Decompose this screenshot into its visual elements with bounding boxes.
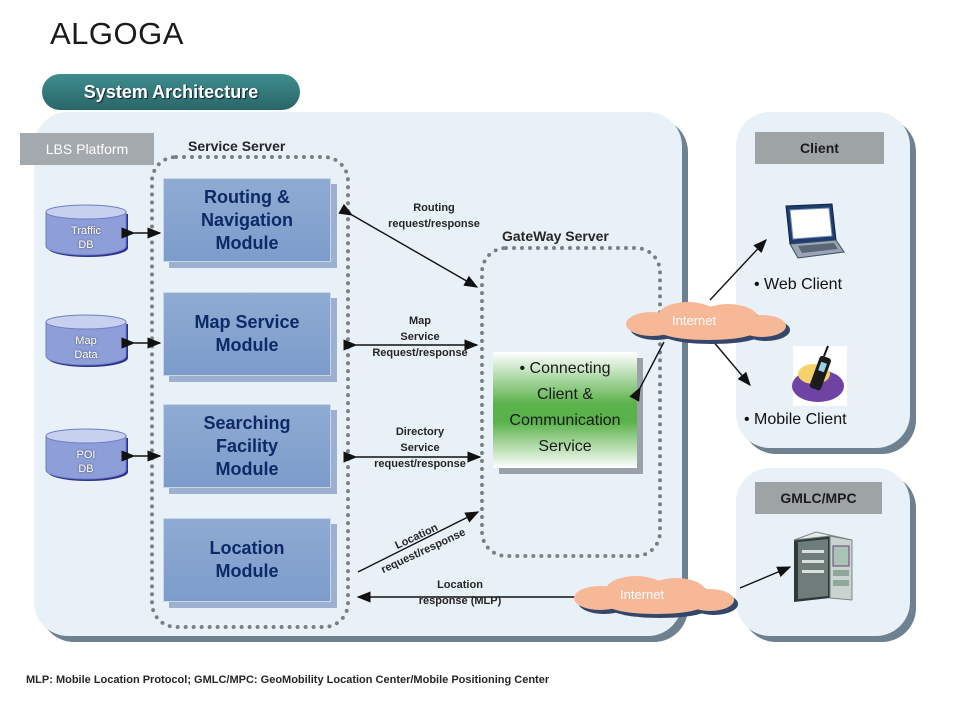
- arrow-label-line2: Service: [400, 331, 440, 343]
- routing-arrow: [338, 203, 479, 288]
- gateway-line1: • Connecting: [519, 360, 611, 377]
- db-label-line1: Map: [75, 335, 97, 347]
- database-icon: [45, 428, 128, 481]
- client-tag: Client: [755, 132, 884, 164]
- arrow-label-line3: request/response: [374, 458, 466, 470]
- gateway-line3: Communication: [509, 412, 621, 429]
- db-label-line2: DB: [78, 239, 94, 251]
- location-response-label: Location response (MLP): [402, 577, 518, 609]
- module-line2: Module: [215, 561, 279, 581]
- cloud-icon: [574, 576, 738, 618]
- arrow-label-line1: Map: [409, 315, 431, 327]
- arrow-label-line2: request/response: [388, 218, 480, 230]
- laptop-icon: [780, 202, 846, 269]
- arrow-label-line1: Routing: [413, 202, 455, 214]
- module-line2: Facility: [215, 435, 279, 456]
- poi-db: POI DB: [44, 428, 128, 481]
- module-line2: Module: [215, 335, 279, 355]
- directory-arrow-label: Directory Service request/response: [362, 424, 478, 472]
- internet-web-client-arrow: [709, 238, 767, 301]
- module-line1: Routing &: [204, 186, 290, 207]
- db-label-line1: POI: [76, 449, 96, 461]
- gateway-server-label: GateWay Server: [502, 228, 609, 244]
- module-line3: Module: [215, 458, 279, 479]
- arrow-label-line1: Directory: [395, 426, 445, 438]
- gateway-line4: Service: [538, 438, 592, 455]
- location-request-arrow: [357, 511, 480, 573]
- db-label-line2: DB: [78, 463, 94, 475]
- gateway-internet-link: [629, 341, 665, 402]
- arrow-label-line2: response (MLP): [418, 595, 502, 607]
- section-pill: System Architecture: [42, 74, 300, 110]
- internet-label-top: Internet: [672, 313, 717, 328]
- footnote: MLP: Mobile Location Protocol; GMLC/MPC:…: [26, 674, 550, 686]
- server-icon: [790, 530, 856, 611]
- service-server-label: Service Server: [188, 138, 286, 154]
- web-client-label: • Web Client: [754, 276, 843, 293]
- arrow-label-line1: Location: [437, 579, 483, 591]
- routing-arrow-label: Routing request/response: [376, 200, 492, 232]
- db-label-line2: Data: [74, 349, 98, 361]
- internet-cloud-bottom: Internet: [572, 574, 742, 620]
- map-arrow-label: Map Service Request/response: [362, 313, 478, 361]
- module-line1: Location: [209, 538, 285, 558]
- gateway-server-boundary: [480, 246, 662, 558]
- database-icon: [45, 204, 128, 257]
- arrow-label-line2: Service: [400, 442, 440, 454]
- module-line1: Searching: [203, 412, 291, 433]
- lbs-platform-tag: LBS Platform: [20, 133, 154, 165]
- internet-label-bottom: Internet: [620, 587, 665, 602]
- module-line2: Navigation: [200, 209, 293, 230]
- page-title: ALGOGA: [50, 16, 184, 51]
- module-line3: Module: [215, 232, 279, 253]
- mobile-phone-icon: [790, 344, 850, 415]
- internet-cloud-top: Internet: [624, 300, 794, 346]
- internet-gmlc-arrow: [739, 566, 792, 589]
- mobile-client-label: • Mobile Client: [744, 411, 847, 428]
- database-icon: [45, 314, 128, 367]
- db-label-line1: Traffic: [71, 225, 101, 237]
- arrow-label-line3: Request/response: [372, 347, 468, 359]
- cloud-icon: [626, 302, 790, 344]
- internet-mobile-client-arrow: [711, 339, 751, 387]
- gmlc-tag: GMLC/MPC: [755, 482, 882, 514]
- gateway-service-box: • Connecting Client & Communication Serv…: [493, 352, 637, 468]
- service-server-boundary: [150, 155, 350, 629]
- gateway-line2: Client &: [536, 386, 594, 403]
- module-line1: Map Service: [194, 312, 300, 332]
